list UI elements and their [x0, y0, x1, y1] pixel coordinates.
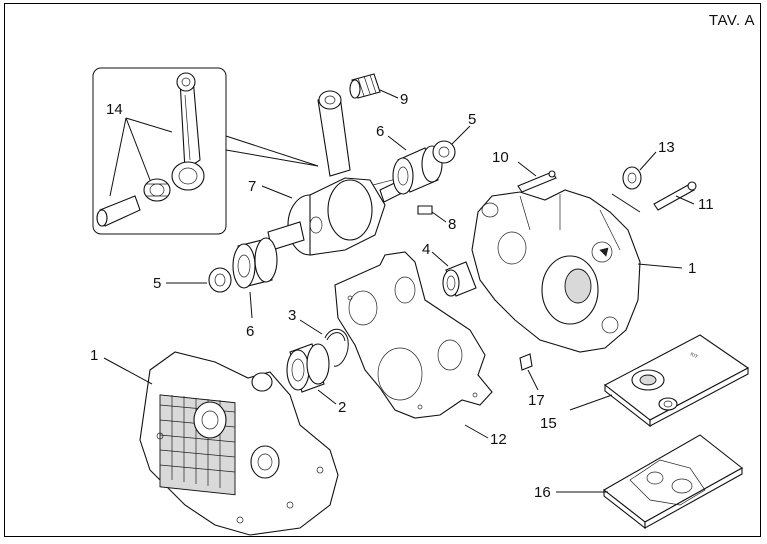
seal-5-right [432, 140, 456, 164]
sheet-title: TAV. A [708, 12, 755, 29]
bolt-11 [653, 181, 697, 211]
callout-label-15: 15 [540, 415, 557, 432]
stud-10 [517, 170, 557, 193]
callout-label-7: 7 [248, 178, 256, 195]
inset-bearing [143, 178, 171, 202]
callout-label-9: 9 [400, 91, 408, 108]
seal-13 [611, 166, 642, 213]
bearing-4 [442, 261, 477, 297]
callout-label-4: 4 [422, 241, 430, 258]
callout-label-3: 3 [288, 307, 296, 324]
gasket-12 [334, 251, 493, 419]
circlip-3 [324, 328, 349, 367]
callout-label-8: 8 [448, 216, 456, 233]
callout-label-1a: 1 [688, 260, 696, 277]
callout-label-6a: 6 [376, 123, 384, 140]
inset-box [92, 67, 319, 235]
callout-label-10: 10 [492, 149, 509, 166]
callout-label-11: 11 [698, 196, 714, 213]
inset-pin [96, 195, 141, 227]
crankshaft-7 [267, 90, 409, 256]
bearing-kit-15: KIT [603, 334, 750, 428]
callout-label-12: 12 [490, 431, 507, 448]
key-8 [417, 205, 433, 215]
crankcase-right-1 [471, 189, 641, 353]
callout-label-17: 17 [528, 392, 545, 409]
svg-text:KIT: KIT [689, 351, 699, 360]
callout-label-2: 2 [338, 399, 346, 416]
drawing-frame [4, 3, 761, 537]
callout-label-6b: 6 [246, 323, 254, 340]
callout-14: 14 [106, 101, 173, 197]
gasket-kit-16 [603, 434, 743, 530]
callout-label-14: 14 [106, 101, 123, 118]
crankcase-left-1 [139, 351, 339, 536]
inset-connecting-rod [171, 72, 205, 191]
seal-5-left [208, 267, 232, 293]
main-bearing-6-left [232, 237, 278, 289]
bearing-2 [286, 343, 330, 393]
dowel-17 [519, 353, 533, 371]
main-bearing-6-right [392, 145, 443, 195]
callout-label-1b: 1 [90, 347, 98, 364]
needle-bearing-9 [349, 73, 381, 99]
callout-label-5a: 5 [468, 111, 476, 128]
callout-label-16: 16 [534, 484, 551, 501]
callout-label-5b: 5 [153, 275, 161, 292]
callout-label-13: 13 [658, 139, 675, 156]
